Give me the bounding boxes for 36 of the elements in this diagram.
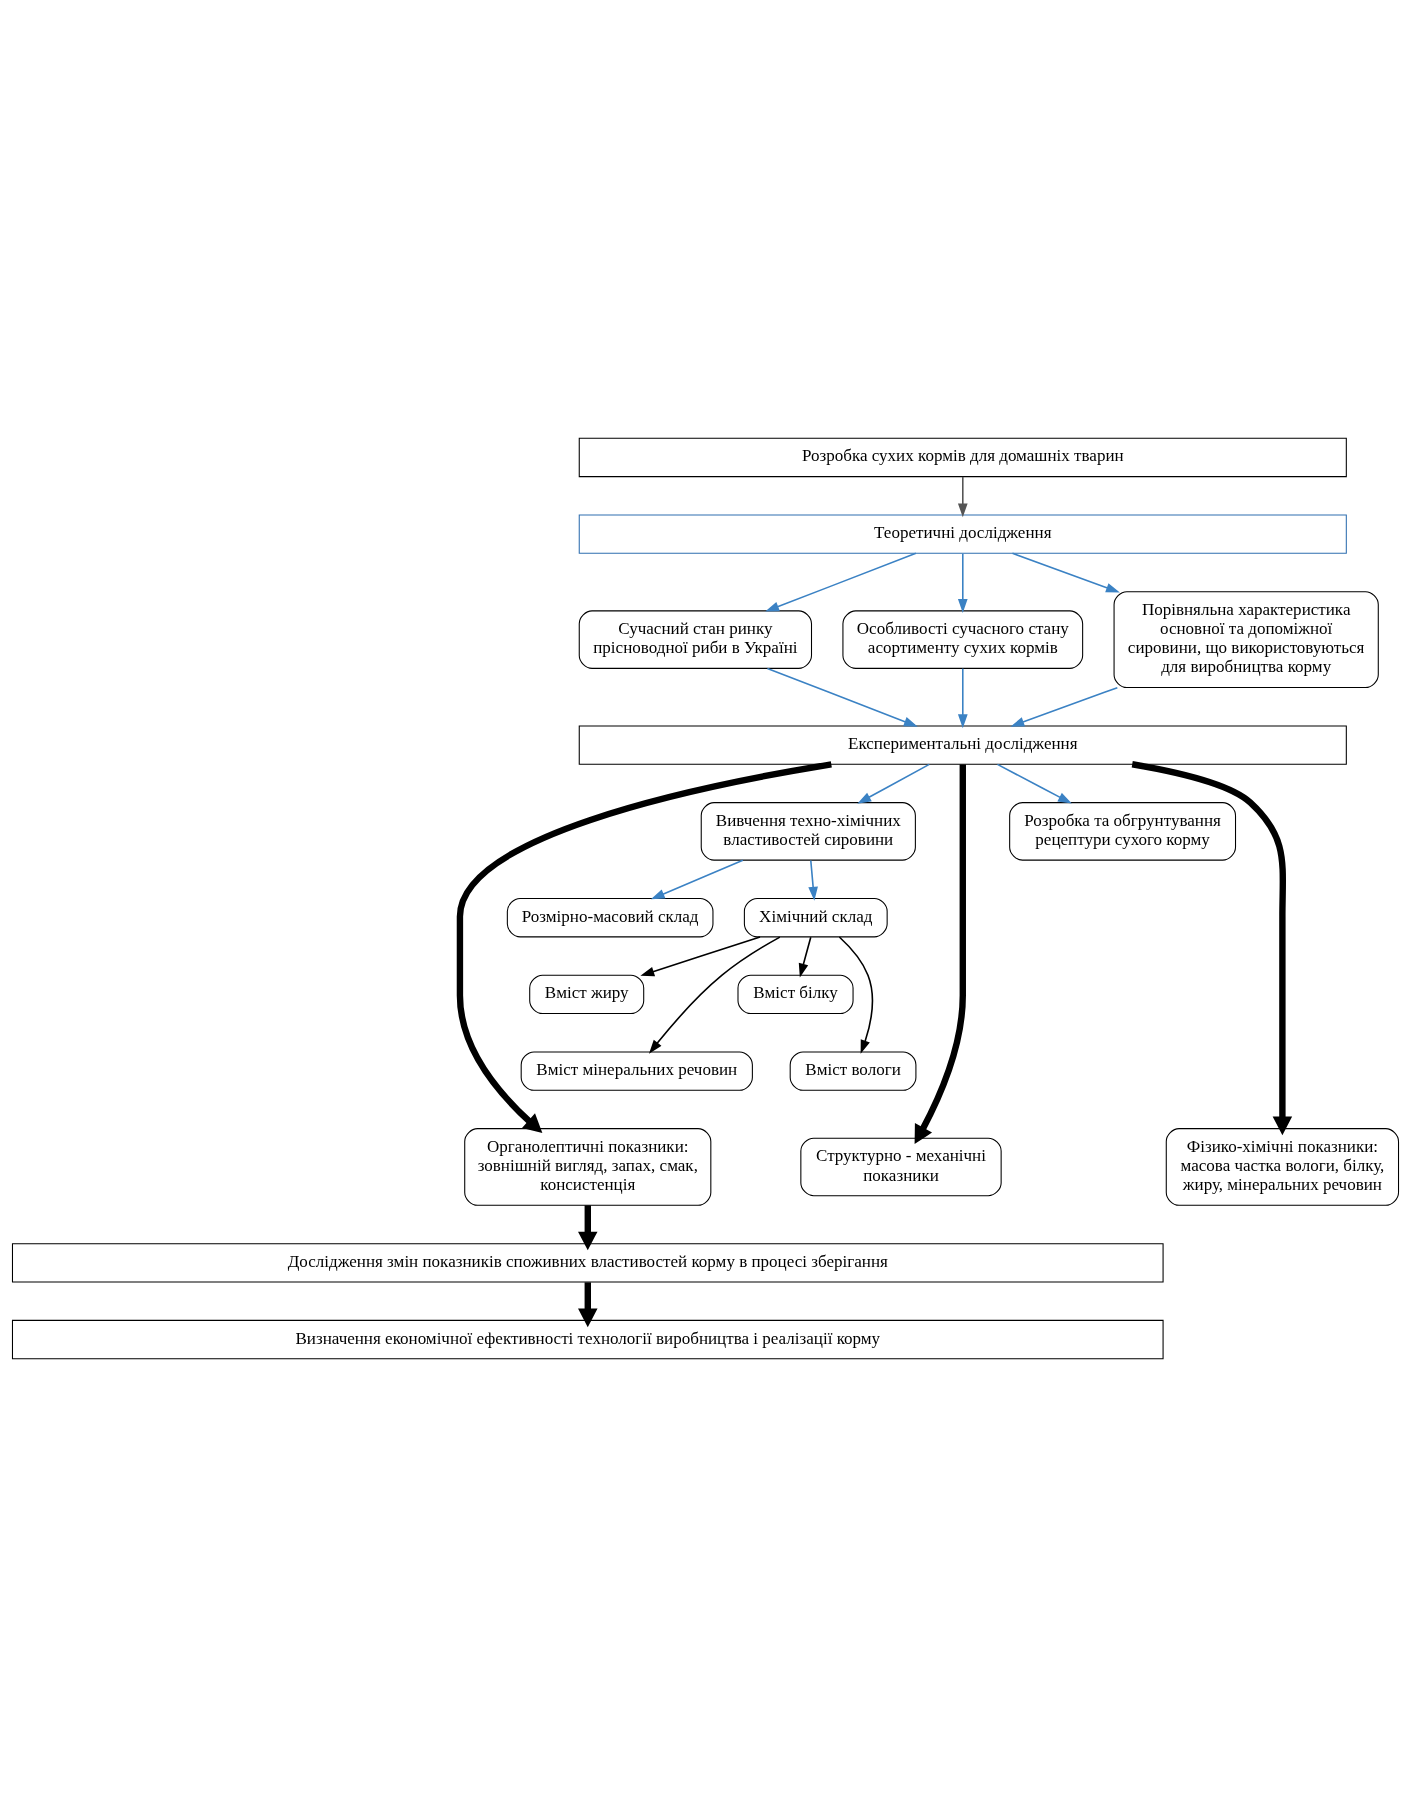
arrow (808, 859, 818, 901)
node-box: Експериментальні дослідження (578, 724, 1347, 765)
node-box: Розробка та обгрунтування рецептури сухого корму (1009, 801, 1237, 861)
arrow (1010, 686, 1119, 727)
node-box: Особливості сучасного стану асортименту сухих кормів (842, 609, 1084, 669)
node-box: Розробка сухих кормів для домашніх тварин (578, 437, 1347, 477)
arrow (648, 935, 781, 1054)
arrow (650, 858, 744, 899)
node-box: Органолептичні показники: зовнішній вигляд, запах, смак, консистенція (464, 1127, 712, 1206)
arrow (957, 552, 968, 613)
node-box: Вміст мінеральних речовин (520, 1050, 753, 1091)
node-box: Вивчення техно-хімічних властивостей сировини (700, 801, 916, 861)
node-box: Визначення економічної ефективності технології виробництва і реалізації корму (11, 1319, 1164, 1359)
node-box: Дослідження змін показників споживних властивостей корму в процесі зберігання (11, 1242, 1164, 1283)
arrow (996, 763, 1072, 804)
node-box: Теоретичні дослідження (578, 513, 1347, 554)
arrow (640, 935, 761, 976)
arrow (957, 667, 968, 728)
node-box: Вміст жиру (529, 974, 645, 1014)
node-box: Вміст білку (737, 974, 854, 1014)
node-box: Вміст вологи (789, 1050, 917, 1091)
node-box: Хімічний склад (743, 897, 888, 937)
node-box: Розмірно-масовий склад (506, 897, 714, 937)
node-box: Порівняльна характеристика основної та допоміжної сировини, що використовуються для виробництва корму (1113, 590, 1379, 688)
arrow (838, 935, 874, 1054)
arrow (765, 552, 917, 612)
node-box: Фізико-хімічні показники: масова частка вологи, білку, жиру, мінеральних речовин (1165, 1127, 1400, 1206)
arrow (957, 475, 968, 517)
node-box: Сучасний стан ринку прісноводної риби в Україні (578, 609, 813, 669)
arrow (578, 1204, 598, 1250)
arrow (798, 935, 812, 977)
arrow (1011, 552, 1120, 592)
arrow (766, 667, 918, 727)
arrow (857, 763, 931, 804)
node-box: Структурно - механічні показники (800, 1137, 1002, 1196)
arrow (578, 1281, 598, 1327)
